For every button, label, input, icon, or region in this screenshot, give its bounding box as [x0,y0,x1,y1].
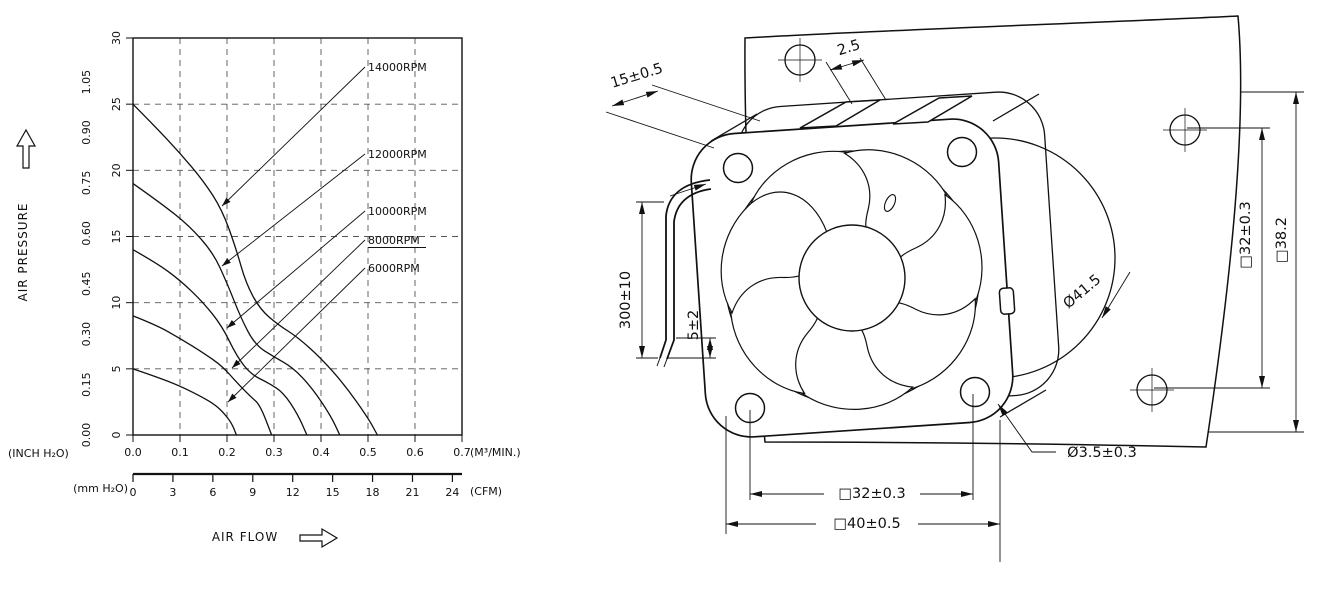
unit-mm-h2o: (mm H₂O) [73,482,128,495]
flow-axis-ticks: 0.0 0.1 0.2 0.3 0.4 0.5 0.6 0.7 [124,435,471,459]
pressure-axis-mm-ticks: 0 5 10 15 20 25 30 [110,31,133,439]
label-6000rpm: 6000RPM [368,262,420,275]
dim-lip-text: 2.5 [835,37,862,59]
x-tick-label: 0.0 [124,446,142,459]
leader-14000rpm [221,66,366,207]
cfm-tick-label: 18 [366,486,380,499]
curve-8000rpm [132,315,273,436]
y-tick-mm-label: 5 [110,365,123,372]
y-tick-inch-label: 0.90 [80,120,93,145]
dim-depth-text: 15±0.5 [609,61,665,92]
leader-8000rpm [231,239,366,369]
y-tick-mm-label: 10 [110,296,123,310]
corner-hole [959,376,991,408]
plate-hole [778,38,822,82]
label-8000rpm: 8000RPM [368,234,420,247]
dim-hole-dia-text: Ø3.5±0.3 [1067,445,1137,461]
corner-hole [722,152,754,184]
plot-border [132,37,463,436]
curve-labels: 14000RPM 12000RPM 10000RPM 8000RPM 6000R… [221,61,427,403]
dim-plate-text: □38.2 [1274,217,1290,263]
dim-hole-pitch-h-text: □32±0.3 [838,486,905,502]
unit-inch-h2o: (INCH H₂O) [8,447,69,460]
up-arrow-icon [15,128,37,169]
y-tick-inch-label: 0.75 [80,171,93,196]
wire-exit-leader [669,183,707,197]
x-tick-label: 0.4 [312,446,330,459]
label-12000rpm: 12000RPM [368,148,427,161]
y-tick-inch-label: 0.60 [80,221,93,246]
cfm-tick-label: 3 [169,486,176,499]
unit-m3min: (M³/MIN.) [470,446,521,459]
unit-cfm: (CFM) [470,485,502,498]
x-tick-label: 0.1 [171,446,189,459]
cfm-tick-label: 24 [445,486,459,499]
curve-10000rpm [132,249,308,436]
dim-lip: 2.5 [825,37,887,105]
hub [798,224,906,332]
x-tick-label: 0.2 [218,446,236,459]
y-tick-mm-label: 30 [110,31,123,45]
cfm-tick-label: 21 [405,486,419,499]
cfm-tick-label: 6 [209,486,216,499]
y-tick-inch-label: 0.15 [80,372,93,397]
lead-wire [659,179,711,359]
x-tick-label: 0.7 [453,446,471,459]
cfm-tick-label: 15 [326,486,340,499]
plate-hole [1163,108,1207,152]
brand-mark [998,287,1016,315]
cfm-tick-label: 0 [130,486,137,499]
x-tick-label: 0.6 [406,446,424,459]
air-flow-label: AIR FLOW [212,530,278,544]
y-tick-inch-label: 0.30 [80,322,93,347]
balance-mark [883,194,897,212]
curve-14000rpm [132,103,378,436]
dim-frame: □40±0.5 [725,416,1001,562]
dim-lead-wire: 300±10 [618,201,664,359]
dim-strip: 5±2 [668,310,716,359]
pressure-axis-inch-ticks: 0.00 0.15 0.30 0.45 0.60 0.75 0.90 1.05 [80,70,93,447]
y-tick-mm-label: 15 [110,230,123,244]
plate-hole [1130,368,1174,412]
curve-6000rpm [132,368,238,436]
dim-frame-text: □40±0.5 [833,516,900,532]
cfm-tick-label: 12 [286,486,300,499]
y-tick-inch-label: 0.00 [80,423,93,448]
fan-dimension-drawing: 15±0.5 2.5 300±10 5±2 Ø41.5 □32±0.3 [605,15,1304,562]
leader-10000rpm [226,210,366,329]
dim-hole-pitch-v-text: □32±0.3 [1238,201,1254,268]
leader-12000rpm [221,153,366,267]
dim-lead-wire-text: 300±10 [618,271,634,329]
fan-blade [720,191,828,315]
label-14000rpm: 14000RPM [368,61,427,74]
y-tick-mm-label: 25 [110,97,123,111]
leader-6000rpm [227,267,366,403]
right-arrow-icon [299,527,339,549]
curve-12000rpm [132,183,341,436]
label-10000rpm: 10000RPM [368,205,427,218]
dim-hole-dia: Ø3.5±0.3 [997,403,1137,461]
frame-corner-holes [722,136,991,424]
dim-strip-text: 5±2 [686,310,702,341]
depth-edge [992,93,1040,122]
chart-gridlines [133,38,462,435]
y-tick-inch-label: 1.05 [80,70,93,95]
chart-curves [132,103,378,436]
top-vent-slots [799,95,973,129]
impeller [720,149,983,410]
depth-edge [999,389,1047,418]
y-tick-inch-label: 0.45 [80,271,93,296]
cfm-tick-label: 9 [249,486,256,499]
cfm-scale-ticks: 0 3 6 9 12 15 18 21 24 [130,474,459,499]
corner-hole [946,136,978,168]
y-tick-mm-label: 0 [110,432,123,439]
air-pressure-label: AIR PRESSURE [16,203,30,302]
dim-hole-pitch-h: □32±0.3 [749,394,974,502]
x-tick-label: 0.5 [359,446,377,459]
dim-hole-pitch-v: □32±0.3 [1154,127,1270,389]
x-tick-label: 0.3 [265,446,283,459]
y-tick-mm-label: 20 [110,163,123,177]
dim-plate: □38.2 [1208,91,1304,433]
